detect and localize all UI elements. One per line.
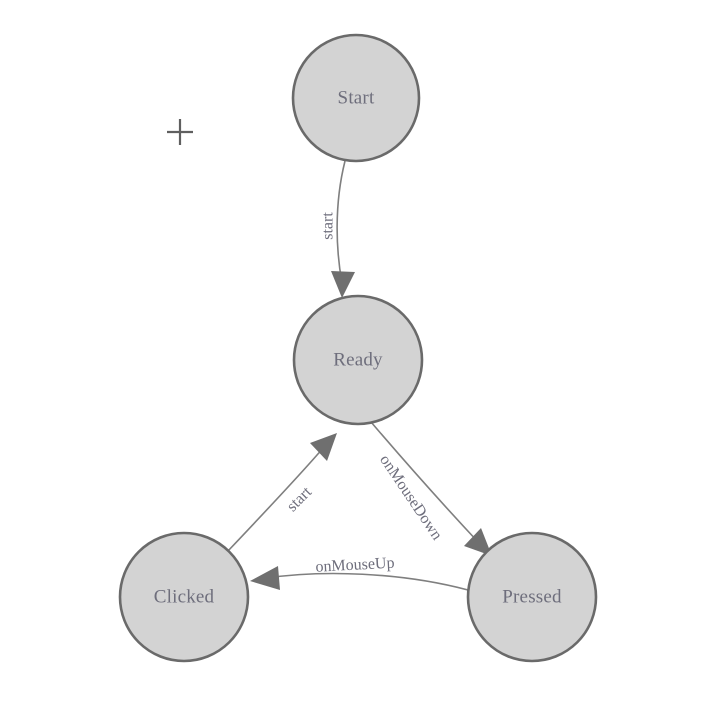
- arrowhead-icon: [464, 528, 492, 556]
- node-label-pressed: Pressed: [502, 586, 562, 607]
- edge-label-ready-to-pressed: onMouseDown: [376, 452, 445, 543]
- node-ready[interactable]: Ready: [292, 294, 424, 426]
- node-start[interactable]: Start: [291, 33, 421, 163]
- node-label-ready: Ready: [333, 349, 383, 370]
- edge-clicked-to-ready[interactable]: start: [226, 433, 337, 553]
- node-shape: [118, 531, 250, 663]
- edge-ready-to-pressed[interactable]: onMouseDown: [370, 421, 492, 556]
- edge-path: [226, 446, 325, 553]
- edge-label-pressed-to-clicked: onMouseUp: [315, 555, 395, 576]
- arrowhead-icon: [310, 433, 337, 461]
- edge-start-to-ready[interactable]: start: [320, 160, 355, 298]
- node-shape: [292, 294, 424, 426]
- node-label-clicked: Clicked: [154, 586, 215, 607]
- arrowhead-icon: [331, 271, 355, 298]
- node-label-start: Start: [338, 87, 375, 108]
- crosshair-icon: [167, 119, 193, 145]
- edge-path: [370, 421, 480, 544]
- edge-path: [266, 572, 469, 591]
- node-shape: [291, 33, 421, 163]
- arrowhead-icon: [250, 566, 280, 590]
- edge-label-clicked-to-ready: start: [284, 483, 316, 515]
- node-pressed[interactable]: Pressed: [466, 531, 598, 663]
- edge-pressed-to-clicked[interactable]: onMouseUp: [250, 555, 469, 591]
- edge-path: [336, 160, 346, 284]
- node-shape: [466, 531, 598, 663]
- edge-label-start-to-ready: start: [320, 212, 337, 240]
- node-clicked[interactable]: Clicked: [118, 531, 250, 663]
